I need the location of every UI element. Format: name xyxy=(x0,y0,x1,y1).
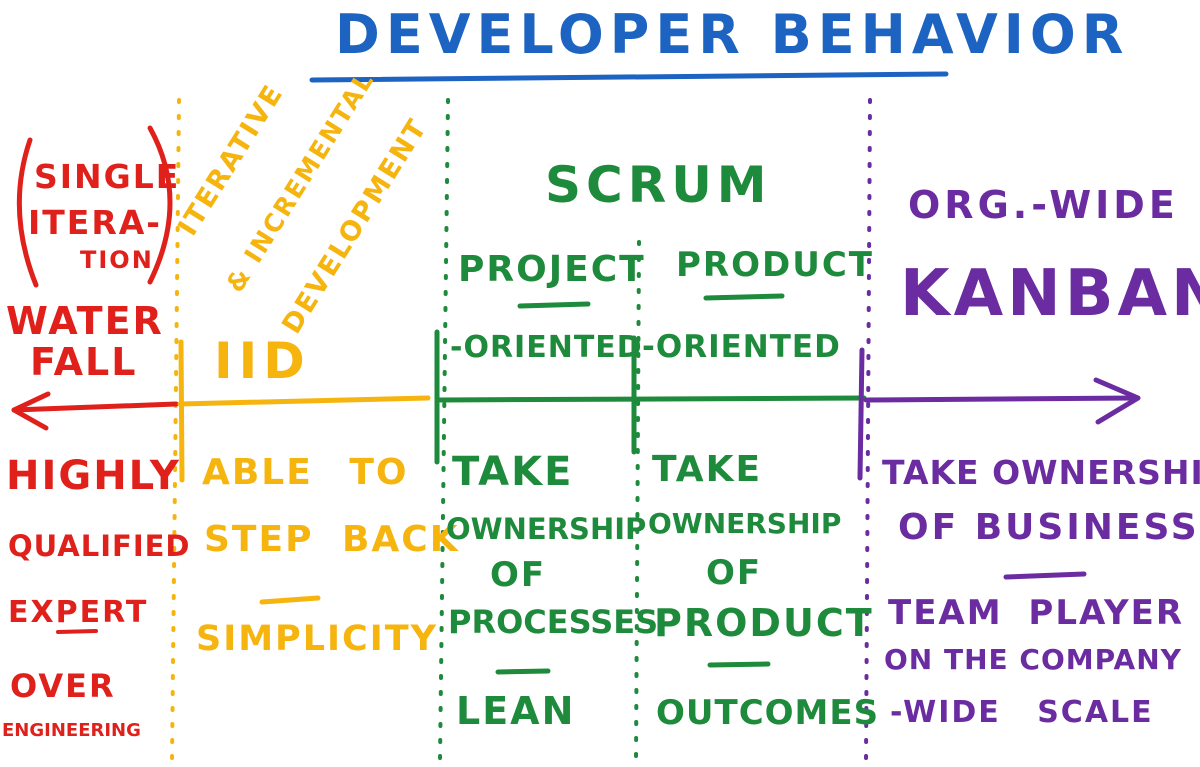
project-heading: PROJECT xyxy=(458,249,646,290)
product-trait: TAKE xyxy=(652,449,763,490)
project-underline xyxy=(517,301,591,309)
title-underline xyxy=(309,71,949,83)
product-trait: OF xyxy=(706,553,763,593)
project-sub: -ORIENTED xyxy=(450,330,643,365)
single-iteration-line3: TION xyxy=(80,246,154,274)
product-trait: PRODUCT xyxy=(654,601,874,645)
project-dash xyxy=(495,668,551,675)
product-sub: -ORIENTED xyxy=(642,329,841,365)
kanban-trait: TAKE OWNERSHIP xyxy=(882,453,1200,492)
iid-dash xyxy=(259,595,321,605)
iid-name: IID xyxy=(214,332,311,390)
kanban-tick xyxy=(857,347,865,481)
single-iteration-bracket-left xyxy=(16,137,39,288)
timeline-kanban xyxy=(863,395,1139,403)
kanban-trait: -WIDE SCALE xyxy=(890,695,1154,730)
kanban-dash xyxy=(1003,571,1087,580)
timeline-arrowhead-right xyxy=(1093,377,1141,425)
waterfall-trait: HIGHLY xyxy=(6,453,181,499)
timeline-iid xyxy=(177,395,431,407)
separator-iid-scrum xyxy=(438,98,450,762)
project-trait: PROCESSES xyxy=(448,603,659,641)
iid-trait: SIMPLICITY xyxy=(196,619,438,659)
waterfall-trait: QUALIFIED xyxy=(8,529,191,563)
product-underline xyxy=(703,293,785,301)
page-title: DEVELOPER BEHAVIOR xyxy=(335,3,1130,66)
product-heading: PRODUCT xyxy=(676,245,874,285)
project-trait: OF xyxy=(490,555,547,595)
waterfall-trait: OVER xyxy=(10,667,116,705)
kanban-trait: TEAM PLAYER xyxy=(888,593,1185,633)
waterfall-name-line1: WATER xyxy=(6,299,164,343)
separator-scrum-kanban xyxy=(864,98,872,762)
waterfall-trait: EXPERT xyxy=(8,595,149,630)
kanban-trait: ON THE COMPANY xyxy=(884,643,1182,676)
timeline-waterfall xyxy=(11,401,179,413)
waterfall-name-line2: FALL xyxy=(30,340,138,384)
project-trait: TAKE xyxy=(452,449,574,495)
iid-tick xyxy=(178,339,185,483)
waterfall-trait: ENGINEERING xyxy=(2,720,141,741)
kanban-trait: OF BUSINESS xyxy=(898,507,1200,548)
iid-trait: ABLE TO xyxy=(202,452,409,493)
product-trait: OUTCOMES xyxy=(656,693,880,733)
kanban-name: KANBAN xyxy=(900,257,1200,331)
separator-waterfall-iid xyxy=(170,98,181,762)
single-iteration-line2: ITERA- xyxy=(28,203,162,242)
product-dash xyxy=(707,661,771,668)
single-iteration-line1: SINGLE xyxy=(34,157,181,196)
product-trait: OWNERSHIP xyxy=(648,507,842,540)
timeline-arrowhead-left xyxy=(11,391,51,431)
separator-project-product xyxy=(634,240,641,762)
kanban-sub: ORG.-WIDE xyxy=(908,183,1179,227)
expert-underline xyxy=(56,629,98,634)
single-iteration-bracket-right xyxy=(147,125,173,285)
project-trait: LEAN xyxy=(456,689,576,733)
timeline-scrum xyxy=(437,395,867,403)
scrum-name: SCRUM xyxy=(545,156,772,214)
project-trait: OWNERSHIP xyxy=(446,512,647,546)
iid-trait: STEP BACK xyxy=(204,519,460,560)
